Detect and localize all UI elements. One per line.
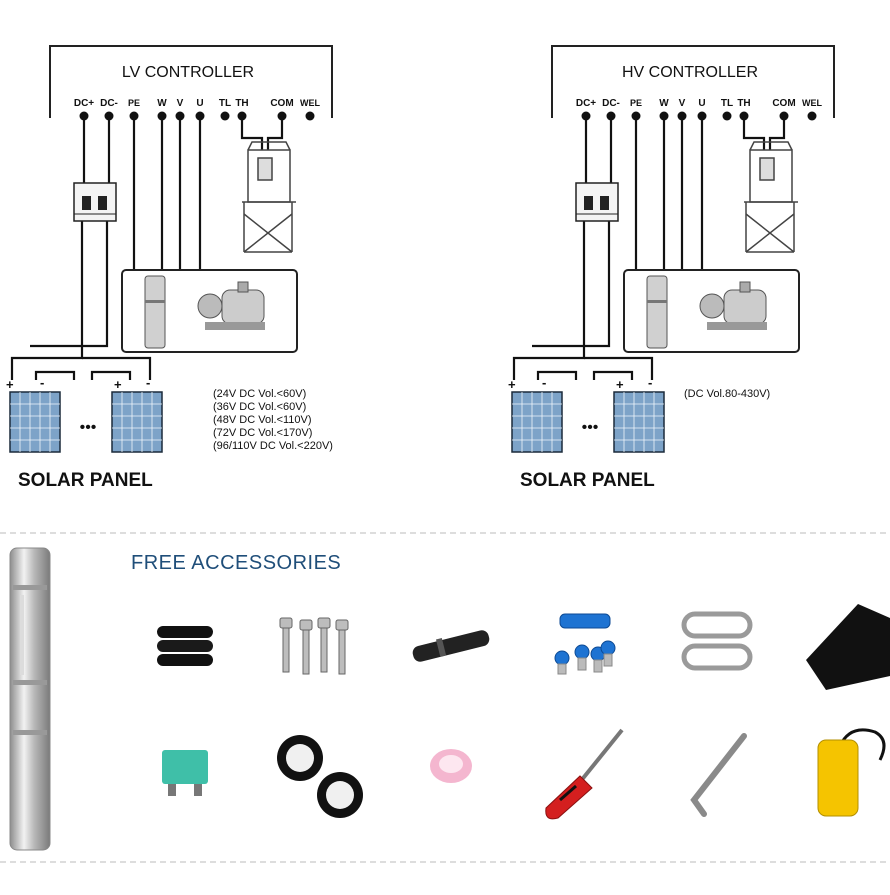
hv-panel-ellipsis: ••• [582,419,599,436]
lv-terminal-wel: WEL [300,98,320,108]
lv-wiring-diagram: LV CONTROLLER DC+ DC- PE W V U TL TH COM… [6,45,333,491]
lv-panel-polarity: + - + - [6,375,150,392]
lv-pump-box [121,269,298,353]
lv-terminal-w: W [157,98,167,109]
pump-product-image [9,547,51,851]
hv-terminal-dots [581,111,817,121]
hv-solar-panel-label: SOLAR PANEL [520,470,655,491]
hv-submersible-pump [646,275,668,349]
lv-surface-pump [197,281,265,330]
lv-submersible-pump [144,275,166,349]
hv-panel-polarity: + - + - [508,375,652,392]
hv-terminal-v: V [679,98,686,109]
lv-voltage-note: (24V DC Vol.<60V) [213,388,306,400]
hv-terminal-th: TH [737,98,750,109]
lv-terminal-dcplus: DC+ [74,98,94,109]
lv-terminal-dots [79,111,315,121]
hv-terminal-com: COM [772,98,795,109]
hv-panel2-plus: + [616,377,624,392]
lv-terminal-v: V [177,98,184,109]
lv-voltage-note: (96/110V DC Vol.<220V) [213,440,333,452]
lv-solar-panel-2 [111,391,163,453]
accessory-screwdriver [545,728,624,820]
accessory-crimp-terminals [554,613,616,675]
hv-voltage-note: (DC Vol.80-430V) [684,388,770,400]
accessory-allen-key [690,733,747,817]
hv-panel2-minus: - [648,375,652,390]
lv-voltage-note: (48V DC Vol.<110V) [213,414,312,426]
lv-voltage-note: (36V DC Vol.<60V) [213,401,306,413]
hv-panel1-plus: + [508,377,516,392]
hv-float-tank [744,141,798,253]
lv-breaker [73,182,117,222]
lv-panel1-plus: + [6,377,14,392]
hv-solar-panel-1 [511,391,563,453]
hv-controller-box [551,45,835,118]
hv-terminal-pe: PE [630,98,642,108]
lv-terminal-com: COM [270,98,293,109]
lv-terminal-dcminus: DC- [100,98,118,109]
lv-panel1-minus: - [40,375,44,390]
lv-terminal-tl: TL [219,98,231,109]
accessory-snap-hooks [681,611,753,671]
hv-surface-pump [699,281,767,330]
hv-pump-box [623,269,800,353]
lv-solar-panel-1 [9,391,61,453]
hv-terminal-labels: DC+ DC- PE W V U TL TH COM WEL [576,98,823,109]
accessory-fuse [162,750,208,796]
hv-terminal-tl: TL [721,98,733,109]
lv-controller-title: LV CONTROLLER [122,64,254,81]
hv-solar-panel-2 [613,391,665,453]
lv-solar-panel-label: SOLAR PANEL [18,470,153,491]
hv-terminal-wel: WEL [802,98,822,108]
lv-terminal-labels: DC+ DC- PE W V U TL TH COM WEL [74,98,321,109]
lv-terminal-th: TH [235,98,248,109]
accessory-heat-shrink-tubes [157,626,213,666]
lv-controller-box [49,45,333,118]
lv-terminal-pe: PE [128,98,140,108]
accessory-hex-bolts [279,617,349,675]
hv-controller-title: HV CONTROLLER [622,64,758,81]
lv-terminal-u: U [196,98,203,109]
lv-panel-ellipsis: ••• [80,419,97,436]
hv-panel1-minus: - [542,375,546,390]
lv-voltage-note: (72V DC Vol.<170V) [213,427,312,439]
accessory-insulating-tape [277,735,363,818]
hv-wiring-diagram: HV CONTROLLER DC+ DC- PE W V U TL TH COM… [508,45,835,491]
hv-terminal-u: U [698,98,705,109]
hv-terminal-dcplus: DC+ [576,98,596,109]
hv-terminal-dcminus: DC- [602,98,620,109]
accessories-heading: FREE ACCESSORIES [131,552,341,574]
accessory-rubber-pad [806,604,890,690]
hv-terminal-w: W [659,98,669,109]
lv-wires [10,116,284,380]
accessory-cable-connector [412,630,490,662]
accessory-float-switch [817,728,886,817]
lv-panel2-minus: - [146,375,150,390]
accessory-sealing-ring [430,749,472,783]
lv-float-tank [242,141,296,253]
hv-breaker [575,182,619,222]
lv-panel2-plus: + [114,377,122,392]
lv-voltage-notes: (24V DC Vol.<60V) (36V DC Vol.<60V) (48V… [213,388,333,452]
